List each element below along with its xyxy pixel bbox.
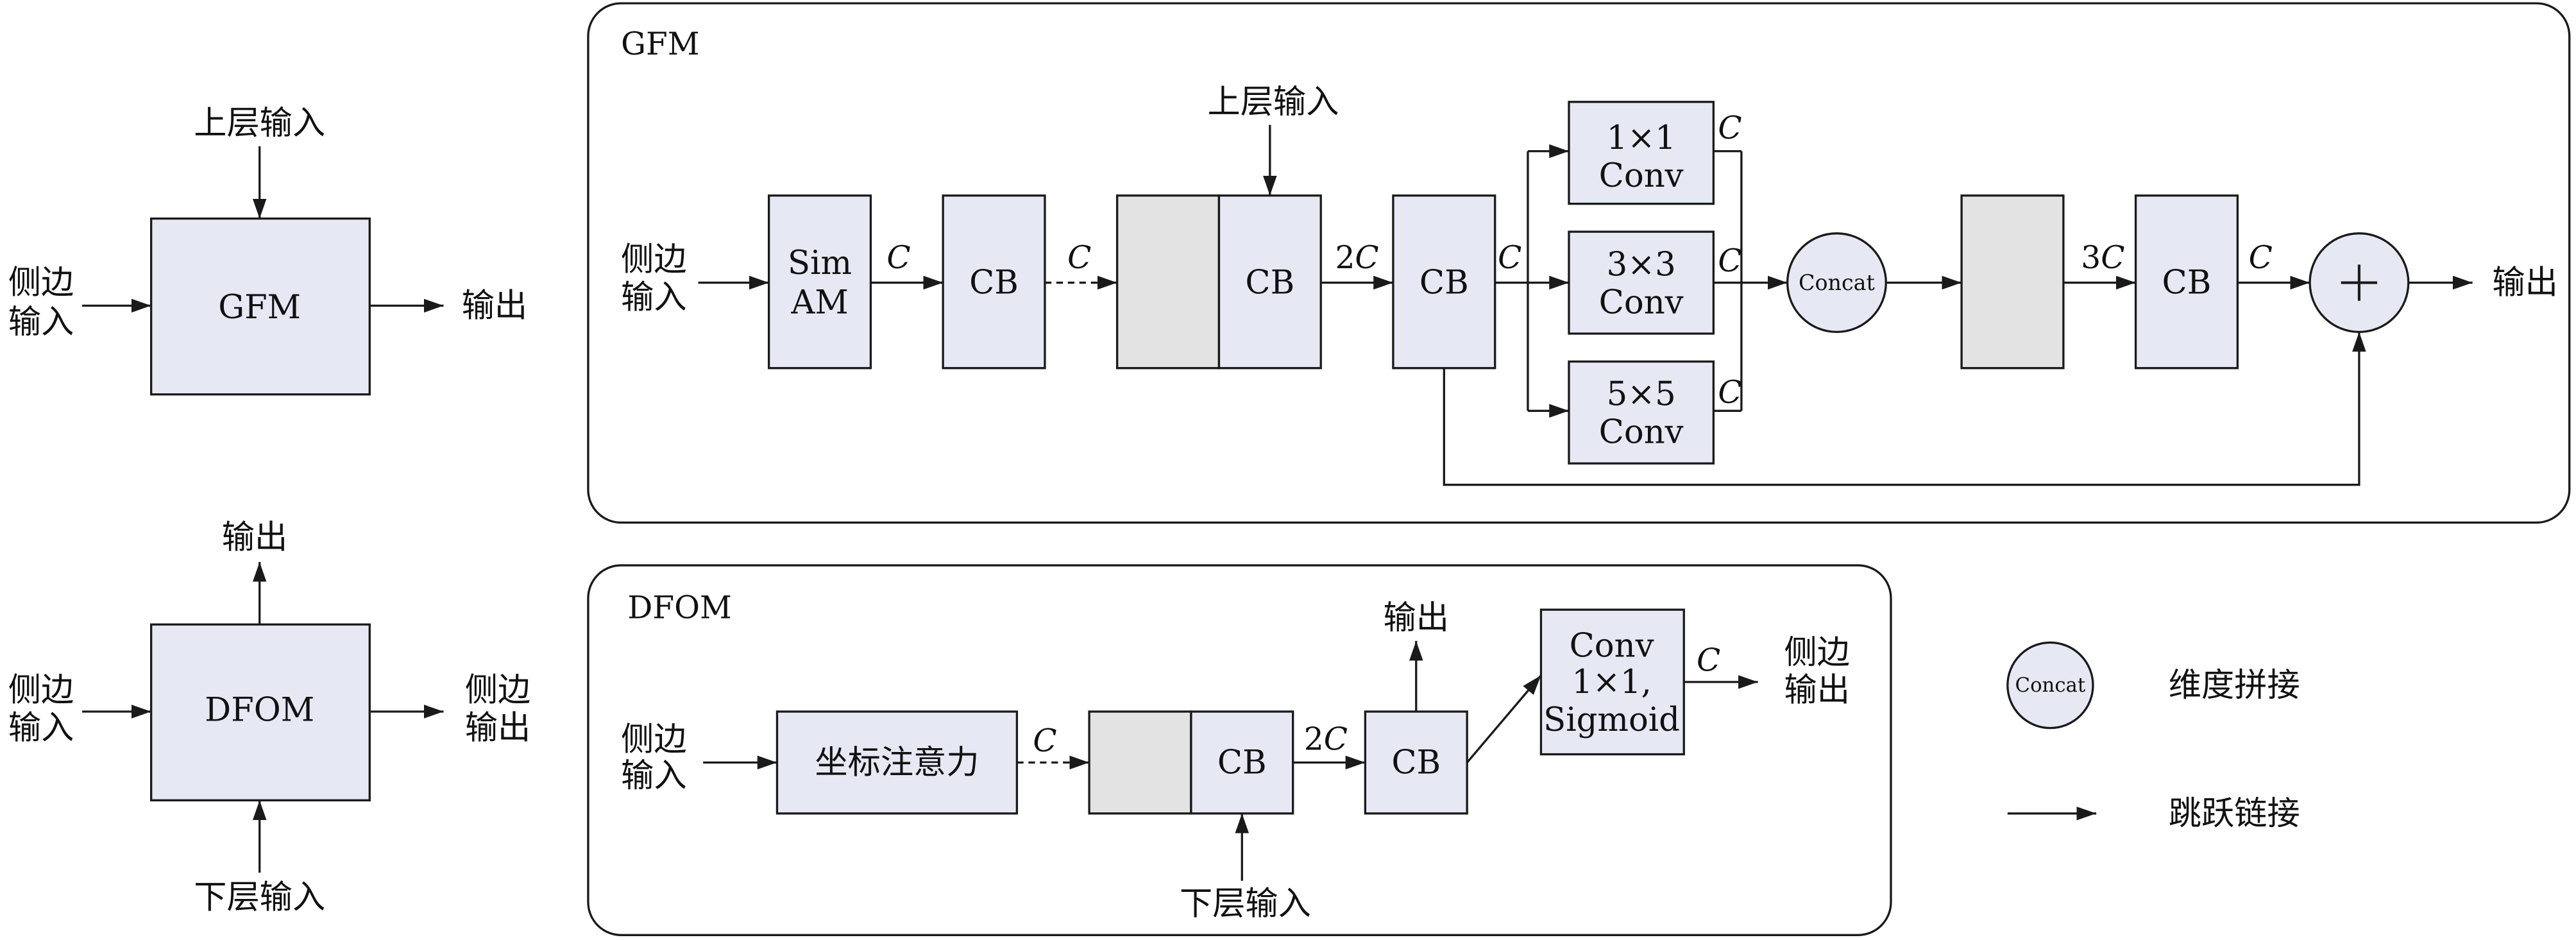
dfom-channel-label: C — [1033, 723, 1056, 759]
gfm-channel-label: C — [1498, 240, 1521, 276]
gfm-channel-label: C — [1718, 110, 1741, 146]
legend-concat-meaning: 维度拼接 — [2169, 666, 2300, 705]
dfom-side-output-line1: 侧边 — [1784, 633, 1849, 672]
gfm-simam-label-line1: Sim — [788, 244, 852, 282]
gfm-channel-label: C — [1718, 375, 1741, 411]
dfom-side-input-line2: 输入 — [621, 756, 686, 795]
gfm-side-input-line1: 侧边 — [621, 241, 686, 279]
dfom-output: 输出 — [1384, 599, 1449, 637]
gfm-conv-5x5-kernel: 5×5 — [1607, 375, 1676, 414]
gfm-panel: GFM 侧边 输入 Sim AM C CB C CB 上层输入 2C CB C … — [587, 2, 2571, 524]
summary-gfm-side-input-line2: 输入 — [8, 303, 74, 341]
legend: Concat 维度拼接 跳跃链接 — [2006, 641, 2300, 833]
dfom-channel-label: 2C — [1304, 722, 1348, 758]
legend-concat-symbol: Concat — [2015, 674, 2086, 697]
gfm-channel-label: 2C — [1335, 240, 1378, 276]
gfm-cb-label-1: CB — [969, 264, 1019, 302]
dfom-conv-label-line1: Conv — [1570, 627, 1654, 665]
dfom-panel-title: DFOM — [627, 590, 731, 626]
gfm-cb-label-3: CB — [1419, 264, 1469, 302]
dfom-side-input-line1: 侧边 — [621, 721, 686, 759]
dfom-gray-block — [1088, 710, 1192, 815]
summary-gfm-side-input-line1: 侧边 — [8, 264, 74, 302]
summary-dfom-side-input-line2: 输入 — [8, 709, 74, 748]
gfm-output: 输出 — [2492, 264, 2557, 302]
summary-dfom-side-input-line1: 侧边 — [8, 671, 74, 710]
gfm-conv-1x1-kernel: 1×1 — [1607, 119, 1676, 157]
gfm-cb-block-4 — [2134, 194, 2239, 370]
summary-gfm: 上层输入 侧边 输入 GFM 输出 — [8, 104, 527, 396]
gfm-cb-label-4: CB — [2162, 264, 2212, 302]
dfom-cb-block-1 — [1190, 710, 1294, 815]
gfm-side-input-line2: 输入 — [621, 278, 686, 317]
gfm-gray-block-1 — [1115, 194, 1221, 370]
summary-dfom-bottom-input: 下层输入 — [194, 878, 325, 916]
dfom-panel-frame — [587, 564, 1892, 936]
gfm-cb-block-1 — [942, 194, 1046, 370]
dfom-panel: DFOM 侧边 输入 坐标注意力 C CB 下层输入 2C CB 输出 Conv… — [587, 564, 1892, 936]
gfm-conv-1x1-label: Conv — [1599, 157, 1684, 195]
summary-dfom-label: DFOM — [205, 690, 314, 729]
gfm-panel-frame — [587, 2, 2571, 524]
dfom-channel-label: C — [1697, 643, 1720, 679]
dfom-coord-attention-label: 坐标注意力 — [815, 743, 979, 782]
gfm-cb-label-2: CB — [1245, 264, 1294, 302]
dfom-coord-attention-block — [775, 710, 1019, 815]
dfom-cb-label-2: CB — [1391, 743, 1441, 782]
summary-gfm-label: GFM — [218, 288, 301, 327]
summary-dfom-side-output-line2: 输出 — [465, 709, 530, 748]
legend-concat-node — [2006, 641, 2094, 730]
gfm-conv-3x3-label: Conv — [1599, 283, 1684, 321]
gfm-gray-block-2 — [1960, 194, 2065, 370]
summary-gfm-output: 输出 — [462, 286, 527, 325]
gfm-concat-label: Concat — [1799, 270, 1875, 295]
dfom-arrow-to-conv — [1466, 674, 1542, 764]
gfm-cb-block-2 — [1217, 194, 1322, 370]
summary-dfom: 输出 侧边 输入 DFOM 侧边 输出 下层输入 — [8, 518, 530, 917]
gfm-panel-title: GFM — [621, 26, 699, 62]
dfom-conv-sigmoid-block — [1539, 608, 1685, 756]
gfm-channel-label: C — [1718, 243, 1741, 279]
legend-skip-meaning: 跳跃链接 — [2169, 794, 2300, 833]
dfom-side-output-line2: 输出 — [1784, 671, 1849, 710]
summary-gfm-top-input: 上层输入 — [194, 104, 325, 142]
summary-dfom-side-output-line1: 侧边 — [465, 671, 530, 710]
gfm-cb-block-3 — [1392, 194, 1496, 370]
gfm-channel-label: C — [1067, 240, 1091, 276]
summary-dfom-top-output: 输出 — [222, 518, 287, 557]
gfm-simam-label-line2: AM — [790, 283, 848, 321]
summary-gfm-block — [149, 217, 371, 396]
gfm-channel-label: 3C — [2081, 240, 2124, 276]
gfm-conv-5x5-label: Conv — [1599, 413, 1684, 452]
dfom-cb-block-2 — [1364, 710, 1468, 815]
gfm-conv-3x3-kernel: 3×3 — [1607, 245, 1676, 284]
dfom-cb-label-1: CB — [1217, 743, 1267, 782]
dfom-lower-input: 下层输入 — [1180, 885, 1311, 923]
dfom-conv-label-line3: Sigmoid — [1543, 701, 1680, 739]
plus-icon — [2341, 264, 2378, 301]
gfm-conv-5x5-block — [1568, 360, 1715, 465]
gfm-upper-input: 上层输入 — [1208, 83, 1339, 121]
gfm-conv-1x1-block — [1568, 101, 1715, 205]
gfm-channel-label: C — [886, 240, 910, 276]
dfom-conv-label-line2: 1×1, — [1572, 663, 1651, 701]
gfm-skip-connection — [1443, 332, 2366, 486]
gfm-channel-label: C — [2249, 240, 2273, 276]
